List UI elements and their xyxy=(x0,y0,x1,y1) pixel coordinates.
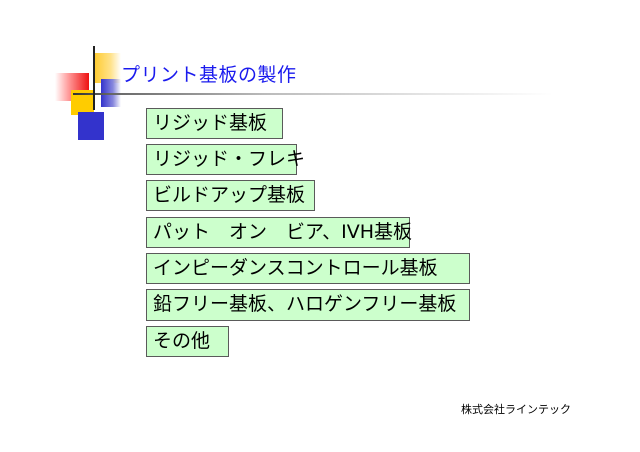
decor-vertical-line xyxy=(93,46,95,110)
title-underline-divider xyxy=(73,93,553,95)
list-item-other: その他 xyxy=(146,326,229,357)
list-item-pad-on-via-ivh: パット オン ビア、IVH基板 xyxy=(146,217,412,248)
list-item-rigid-flex: リジッド・フレキ xyxy=(146,144,305,175)
decor-blue-square xyxy=(78,112,104,140)
list-item-buildup: ビルドアップ基板 xyxy=(146,180,315,211)
list-item-rigid: リジッド基板 xyxy=(146,108,283,139)
company-name-footer: 株式会社ラインテック xyxy=(461,403,571,416)
slide-title: プリント基板の製作 xyxy=(121,64,297,86)
decor-yellow-square xyxy=(71,90,94,115)
list-item-impedance-control: インピーダンスコントロール基板 xyxy=(146,253,470,284)
decor-yellow-gradient-square xyxy=(95,53,121,83)
list-item-lead-halogen-free: 鉛フリー基板、ハロゲンフリー基板 xyxy=(146,289,470,321)
